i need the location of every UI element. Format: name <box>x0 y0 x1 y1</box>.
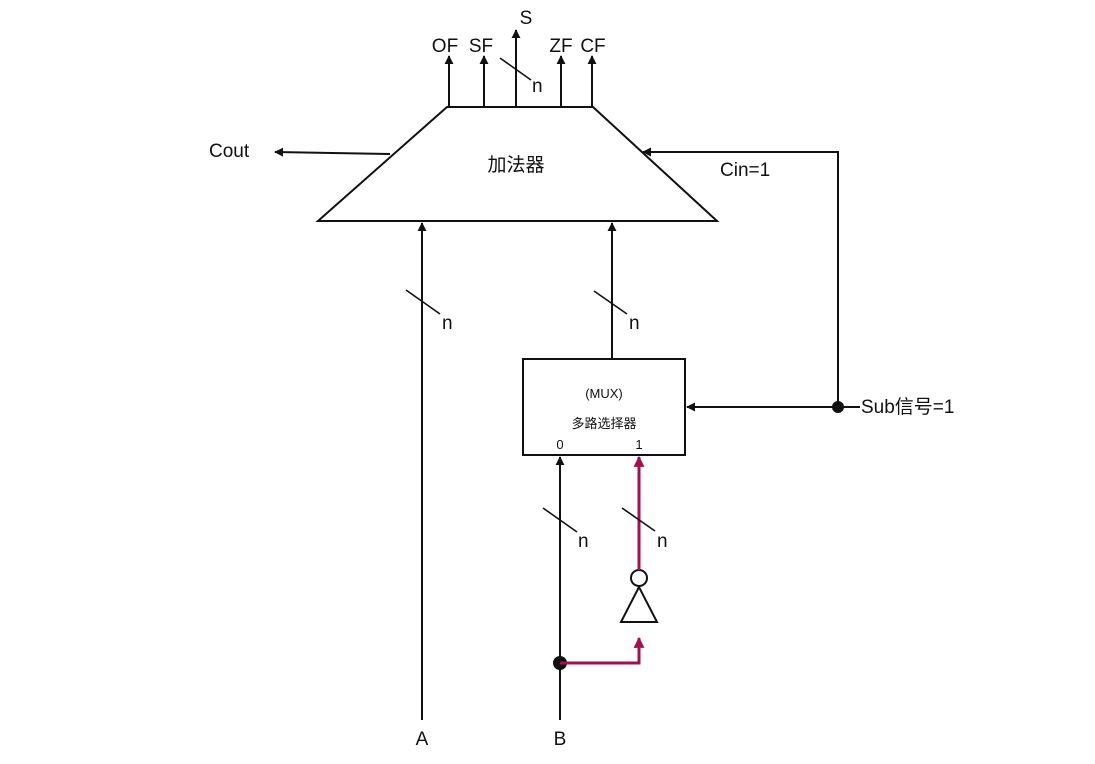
zf-flag-label: ZF <box>549 36 572 57</box>
inverted-bus-slash <box>621 507 656 532</box>
mux-input-0-label: 0 <box>556 437 563 452</box>
mux-out-bus-slash <box>593 290 628 315</box>
of-flag-label: OF <box>432 36 458 57</box>
adder-label: 加法器 <box>487 154 544 176</box>
cout-arrow <box>274 147 391 157</box>
mux-out-bus-width: n <box>629 313 640 334</box>
cout-label: Cout <box>209 141 250 162</box>
sub-signal-label: Sub信号=1 <box>861 396 954 418</box>
sub-junction-dot <box>832 401 844 413</box>
s-bus-width: n <box>532 76 543 97</box>
sf-flag-label: SF <box>469 36 493 57</box>
inverter-bubble <box>630 569 648 587</box>
inverted-bus-width: n <box>657 531 668 552</box>
s-output-label: S <box>520 8 533 29</box>
mux-label: 多路选择器 <box>571 416 636 431</box>
input-b-label: B <box>554 729 567 750</box>
mux-block <box>522 358 686 456</box>
cin-label: Cin=1 <box>720 160 770 181</box>
inverter-gate <box>619 584 659 623</box>
b-bus-width: n <box>578 531 589 552</box>
b-bus-slash <box>542 507 578 533</box>
input-a-label: A <box>416 729 429 750</box>
cin-line <box>642 147 839 407</box>
mux-input-1-label: 1 <box>635 437 642 452</box>
cf-flag-label: CF <box>580 36 605 57</box>
s-bus-slash <box>499 57 532 81</box>
a-bus-slash <box>405 289 441 315</box>
mux-title: (MUX) <box>585 386 623 401</box>
adder-block <box>315 106 720 222</box>
b-to-inverter-path <box>560 636 645 665</box>
a-bus-width: n <box>442 313 453 334</box>
